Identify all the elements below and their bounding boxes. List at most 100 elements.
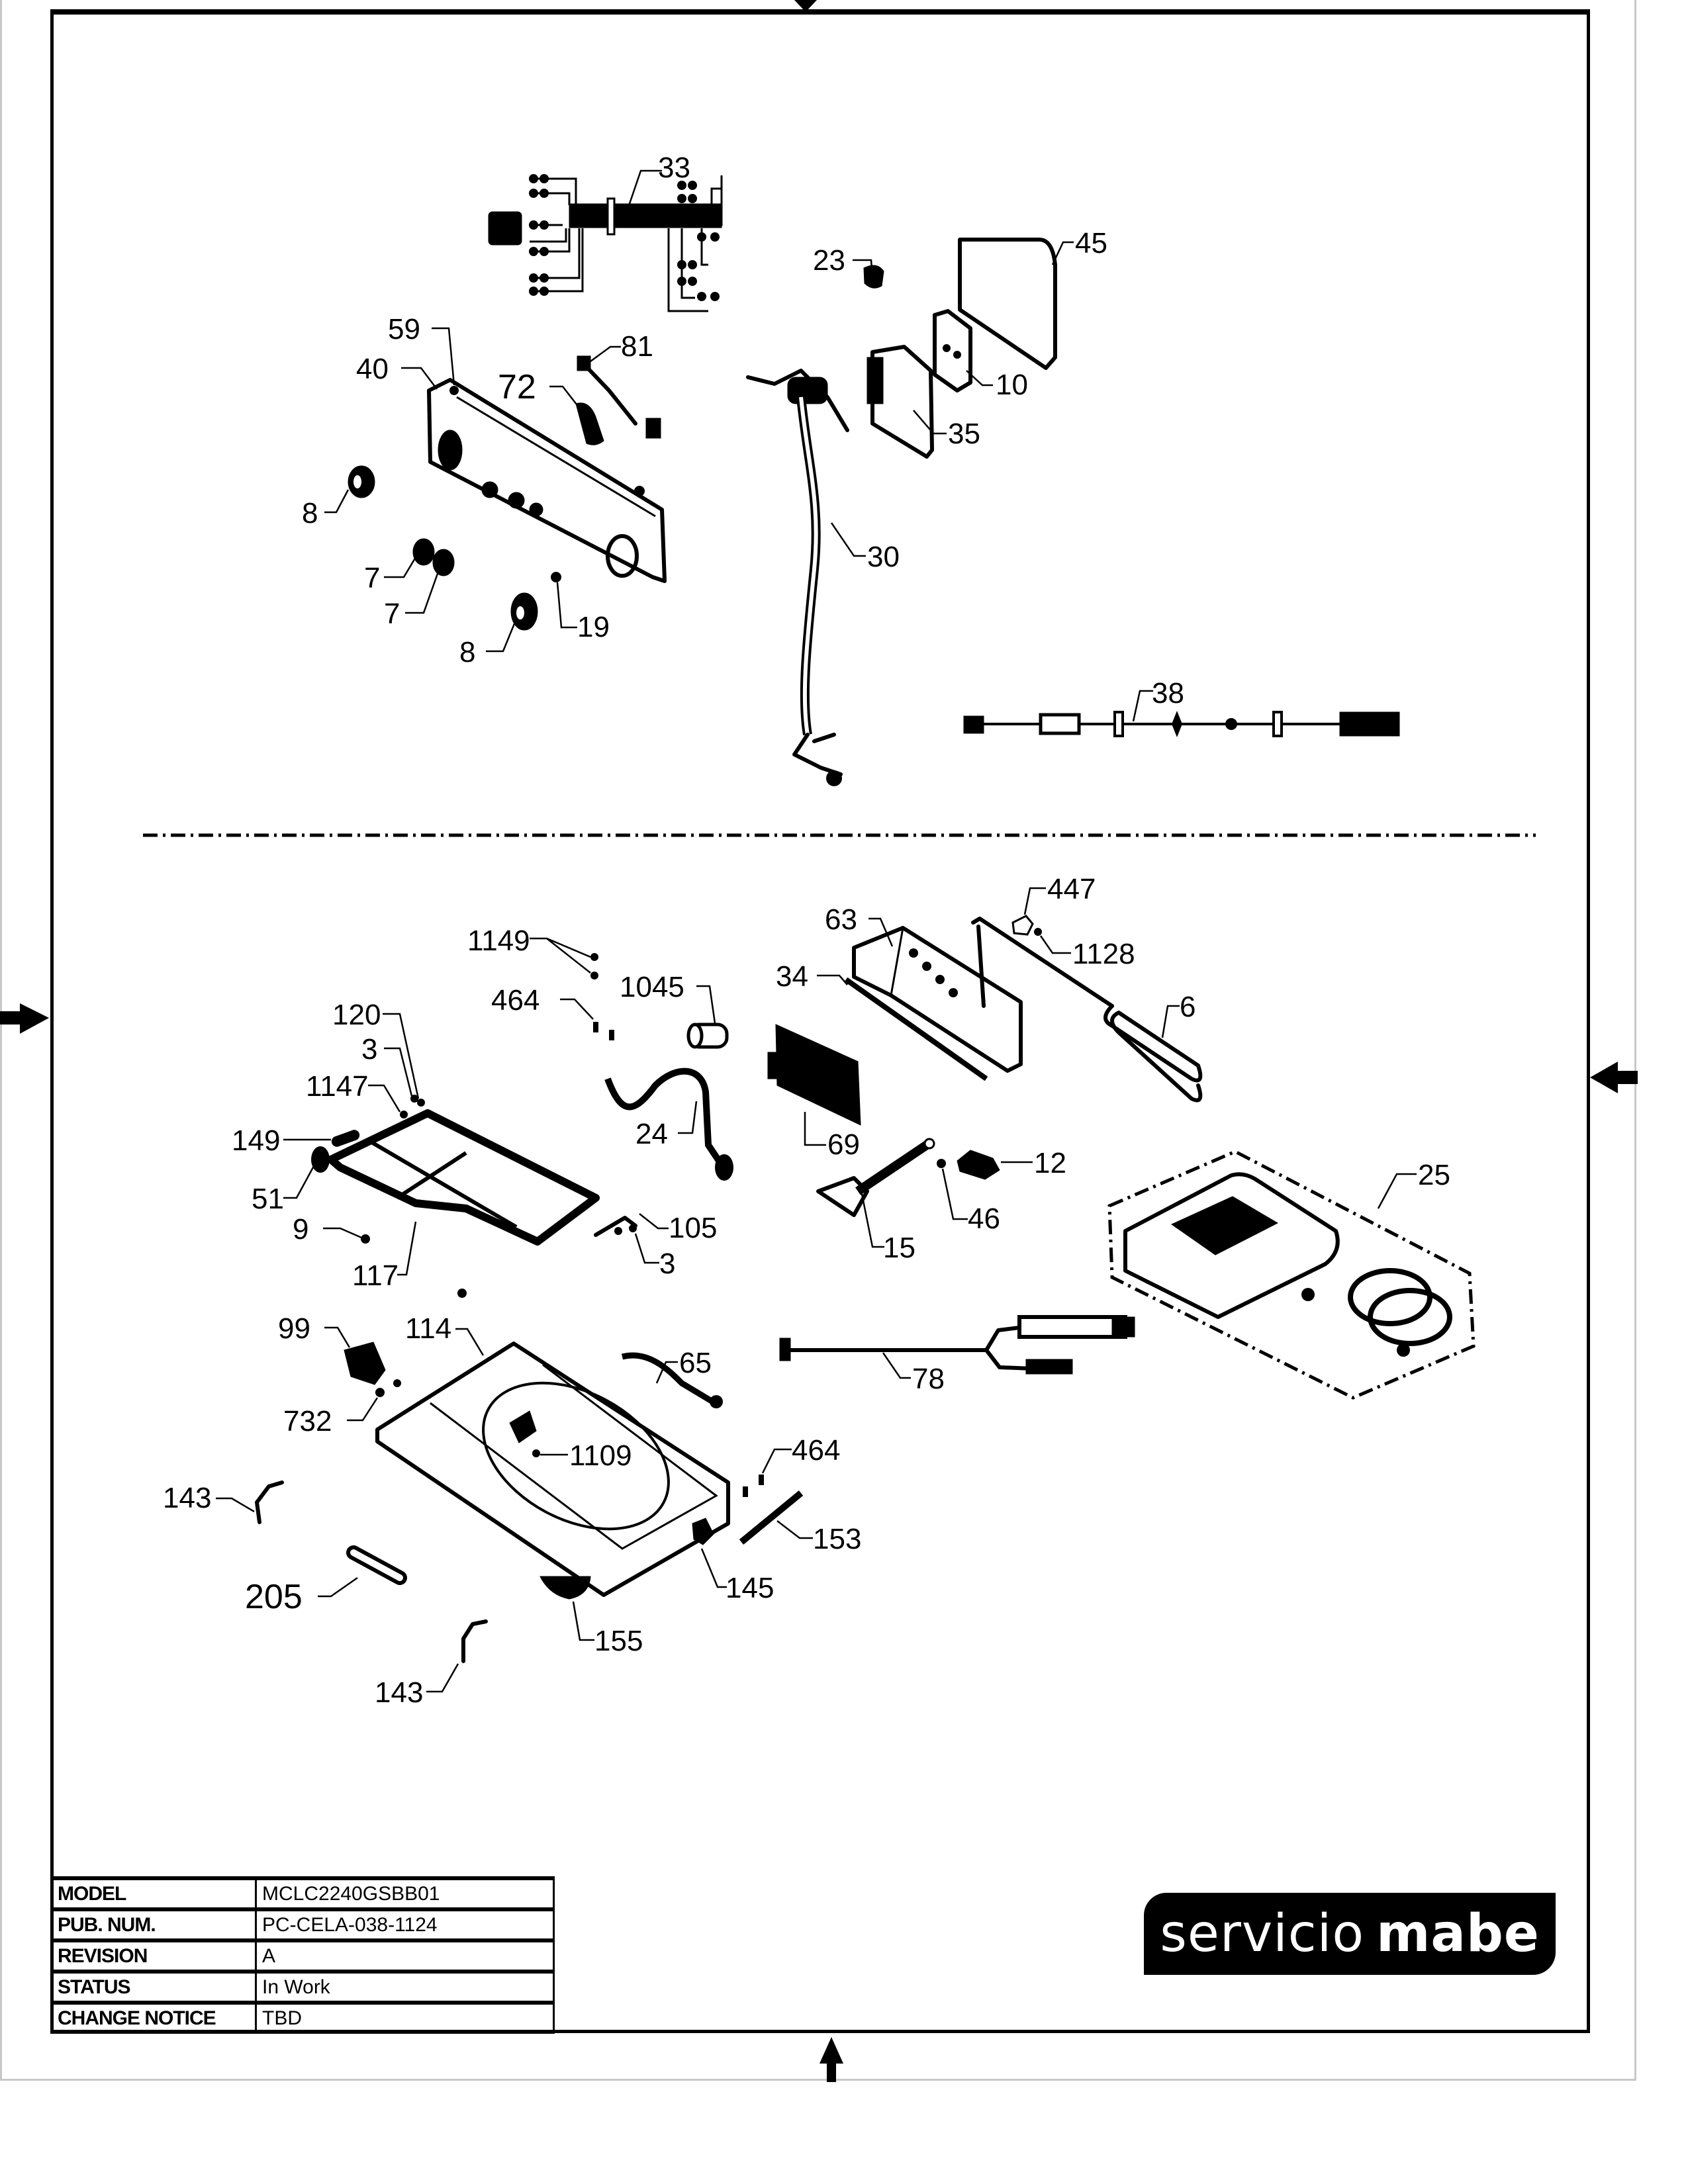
part-1149-screw	[590, 953, 598, 961]
pub-num-value: PC-CELA-038-1124	[255, 1908, 555, 1942]
title-block: MODEL MCLC2240GSBB01 PUB. NUM. PC-CELA-0…	[50, 1876, 555, 2034]
part-23	[863, 265, 884, 289]
logo-text-servicio: servicio	[1160, 1904, 1365, 1964]
callout-464b: 464	[792, 1434, 840, 1467]
callout-149: 149	[232, 1124, 280, 1157]
part-19-screw	[551, 572, 561, 582]
callout-78: 78	[912, 1363, 945, 1395]
change-notice-value: TBD	[255, 2001, 555, 2034]
part-120-fastener	[417, 1099, 425, 1107]
arrow-top-icon	[794, 0, 817, 12]
callout-1149: 1149	[467, 925, 530, 957]
part-30-hose	[746, 369, 849, 786]
callout-51: 51	[252, 1183, 284, 1215]
part-464-clip	[593, 1022, 598, 1032]
title-row-change-notice: CHANGE NOTICE TBD	[50, 2001, 555, 2034]
part-1109-screw	[532, 1449, 540, 1457]
model-value: MCLC2240GSBB01	[255, 1877, 555, 1911]
servicio-mabe-logo: servicio mabe	[1144, 1893, 1556, 1975]
callout-114: 114	[405, 1312, 451, 1345]
callout-69: 69	[827, 1128, 860, 1161]
callout-7b: 7	[384, 598, 400, 630]
callout-153: 153	[813, 1523, 861, 1555]
callout-3: 3	[361, 1033, 377, 1066]
part-24-hose	[604, 1068, 733, 1181]
part-114-top-cover	[375, 1342, 730, 1597]
part-732-screw	[375, 1388, 385, 1397]
callout-65: 65	[679, 1347, 712, 1379]
callout-38: 38	[1152, 677, 1184, 709]
part-149-spring	[331, 1130, 360, 1147]
callout-24: 24	[635, 1118, 668, 1150]
callout-143: 143	[163, 1482, 211, 1514]
callout-33: 33	[658, 152, 690, 184]
revision-value: A	[255, 1939, 555, 1973]
part-1147-screw	[400, 1111, 408, 1118]
part-143-bracket	[255, 1480, 284, 1524]
part-78-power-cord	[779, 1315, 1135, 1375]
part-65-hose	[621, 1352, 717, 1406]
status-label: STATUS	[50, 1970, 257, 2004]
callout-99: 99	[278, 1312, 310, 1345]
part-153-rod	[739, 1490, 804, 1545]
callout-145: 145	[726, 1572, 774, 1604]
title-row-status: STATUS In Work	[50, 1970, 555, 2004]
part-63-housing	[852, 926, 1023, 1073]
part-155-foot	[539, 1576, 591, 1600]
callout-8: 8	[302, 497, 318, 529]
callout-12: 12	[1034, 1147, 1066, 1179]
callout-732: 732	[283, 1405, 332, 1437]
part-8-knob-b	[510, 592, 538, 631]
part-1045-capacitor	[686, 1023, 729, 1049]
callout-40: 40	[356, 353, 389, 385]
callout-1147: 1147	[306, 1070, 369, 1103]
callout-63: 63	[825, 903, 857, 936]
callout-35: 35	[948, 418, 980, 450]
callout-45: 45	[1075, 227, 1107, 259]
arrow-bottom-icon	[820, 2037, 843, 2082]
part-33-harness	[488, 174, 723, 312]
callout-9: 9	[293, 1213, 308, 1246]
callout-72: 72	[498, 368, 536, 406]
pub-num-label: PUB. NUM.	[50, 1908, 257, 1942]
part-145-bracket	[692, 1518, 714, 1545]
part-72-switch	[575, 402, 604, 445]
callout-81: 81	[621, 330, 653, 363]
logo-text-mabe: mabe	[1376, 1904, 1540, 1964]
part-105-hinge	[594, 1216, 637, 1237]
part-7-knob	[412, 538, 435, 566]
part-46-screw	[937, 1159, 946, 1168]
part-25-kit	[1107, 1150, 1476, 1400]
callout-10: 10	[996, 369, 1028, 401]
part-34-rod	[844, 977, 988, 1081]
part-10-timer	[933, 309, 972, 392]
callout-1045: 1045	[620, 971, 684, 1003]
part-143b-bracket	[461, 1619, 488, 1663]
callout-6: 6	[1180, 991, 1196, 1023]
part-40-control-panel	[427, 378, 667, 583]
title-row-revision: REVISION A	[50, 1939, 555, 1973]
callout-30: 30	[867, 541, 900, 573]
callout-464: 464	[491, 984, 539, 1017]
callout-46: 46	[968, 1203, 1000, 1235]
title-row-model: MODEL MCLC2240GSBB01	[50, 1877, 555, 1911]
callout-155: 155	[594, 1625, 643, 1657]
part-6-heater	[971, 917, 1203, 1103]
change-notice-label: CHANGE NOTICE	[50, 2001, 257, 2034]
callout-59: 59	[388, 313, 420, 345]
callout-1128: 1128	[1072, 938, 1135, 970]
part-99-motor	[344, 1342, 386, 1385]
callout-105: 105	[669, 1212, 717, 1244]
callout-120: 120	[332, 999, 381, 1031]
part-447-bracket	[1011, 915, 1034, 936]
callout-25: 25	[1418, 1159, 1450, 1191]
part-35-board	[870, 345, 934, 459]
callout-1109: 1109	[569, 1439, 632, 1472]
callout-34: 34	[776, 960, 808, 993]
drawing-border	[50, 9, 1590, 2033]
arrow-right-icon	[1590, 1062, 1638, 1093]
callout-7: 7	[364, 562, 380, 594]
part-51-latch	[311, 1146, 330, 1173]
revision-label: REVISION	[50, 1939, 257, 1973]
